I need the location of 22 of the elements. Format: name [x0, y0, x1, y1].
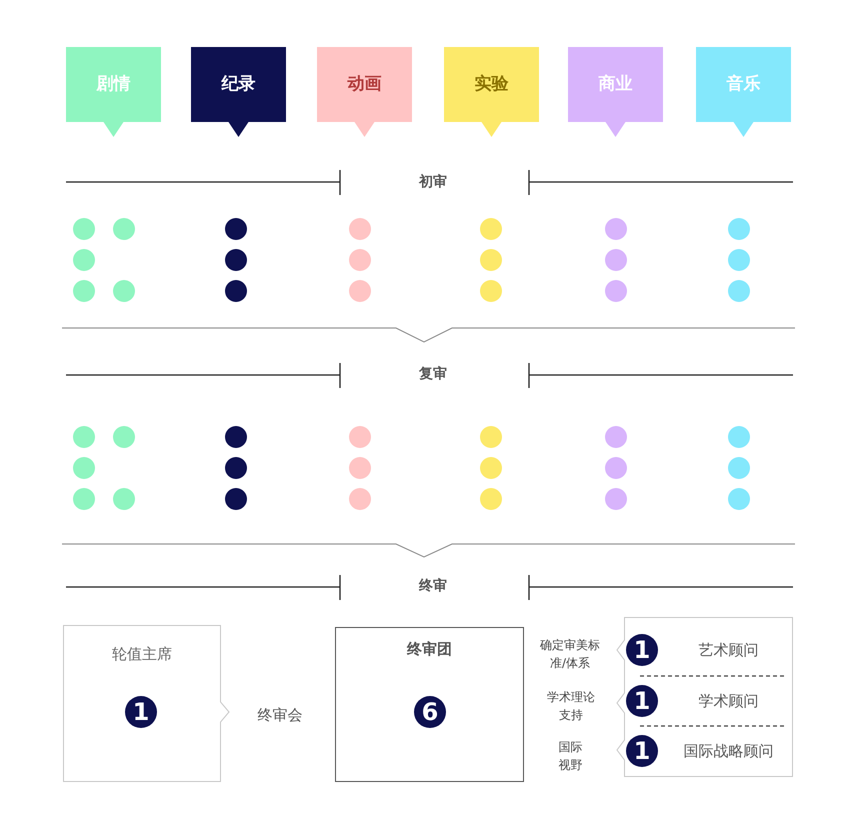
stage-title: 初审	[418, 172, 448, 192]
category-tag: 实验	[444, 47, 539, 138]
category-tag: 商业	[568, 47, 663, 138]
role-note: 确定审美标准/体系	[539, 637, 601, 672]
role-note: 国际视野	[558, 739, 584, 774]
role-note: 学术理论支持	[546, 689, 596, 724]
advisor-panel	[614, 617, 793, 777]
number-badge: 6	[414, 696, 446, 728]
meeting-label: 终审会	[256, 705, 304, 726]
advisor-name: 国际战略顾问	[682, 740, 774, 762]
box-heading: 轮值主席	[111, 644, 173, 665]
category-tag: 剧情	[66, 47, 161, 138]
chair-box	[63, 625, 230, 782]
jury-box	[335, 627, 524, 782]
category-tag: 音乐	[696, 47, 791, 138]
box-heading: 终审团	[406, 639, 453, 660]
advisor-name: 学术顾问	[698, 690, 760, 712]
advisor-name: 艺术顾问	[698, 640, 760, 661]
category-tag: 纪录	[191, 47, 286, 138]
stage-title: 终审	[418, 576, 448, 596]
category-tag: 动画	[317, 47, 412, 138]
stage-title: 复审	[418, 364, 448, 384]
